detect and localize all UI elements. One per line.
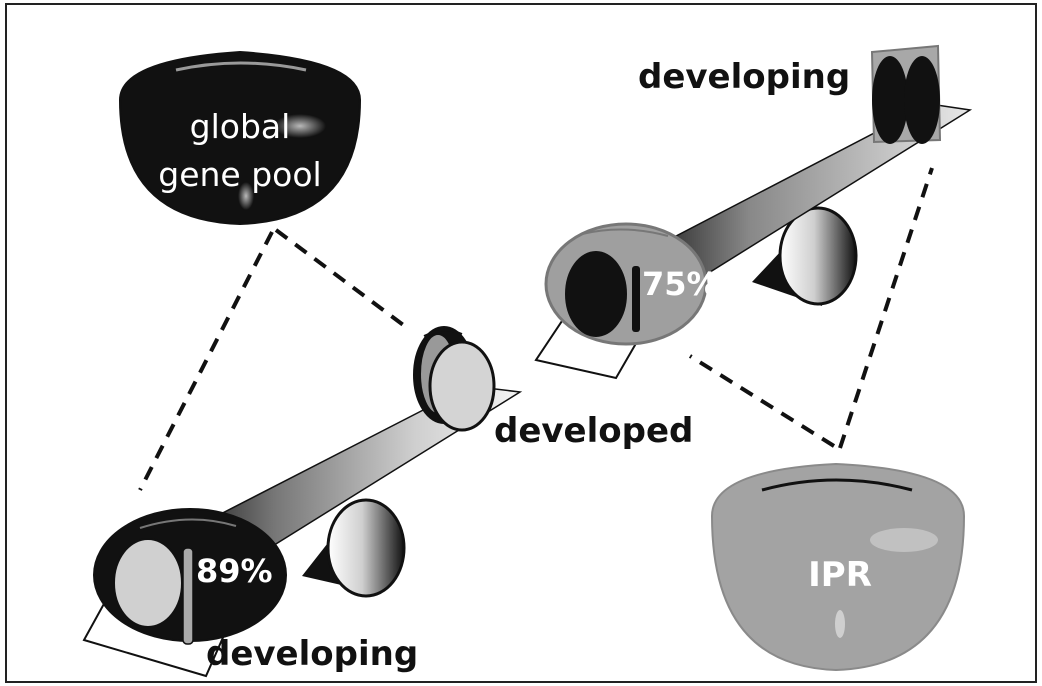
ipr-label: IPR	[808, 555, 872, 595]
bottom-fulcrum	[302, 498, 406, 598]
top-fulcrum	[752, 206, 858, 306]
top-seesaw	[534, 44, 973, 380]
developed-cup	[413, 326, 496, 432]
developing-pot-89	[93, 508, 287, 645]
developing-top-label: developing	[638, 57, 850, 97]
dash-global-to-developed	[274, 228, 412, 332]
percent-75-label: 75%	[642, 265, 719, 303]
developed-pot-75	[544, 222, 708, 346]
dash-global-to-developing	[138, 231, 274, 491]
dash-ipr-to-developing	[838, 167, 934, 449]
global-gene-pool-bowl	[118, 50, 362, 226]
developed-label: developed	[494, 411, 693, 451]
dash-ipr-to-75	[688, 354, 836, 448]
developing-cup-top	[870, 44, 942, 144]
bottom-seesaw	[82, 326, 523, 678]
global-gene-pool-label-line2: gene pool	[158, 155, 321, 194]
developing-bottom-label: developing	[206, 634, 418, 674]
dashed-connectors	[138, 167, 934, 491]
ipr-bowl	[710, 462, 966, 672]
global-gene-pool-label-line1: global	[190, 107, 291, 146]
frame-border	[5, 3, 1037, 683]
percent-89-label: 89%	[196, 552, 273, 590]
